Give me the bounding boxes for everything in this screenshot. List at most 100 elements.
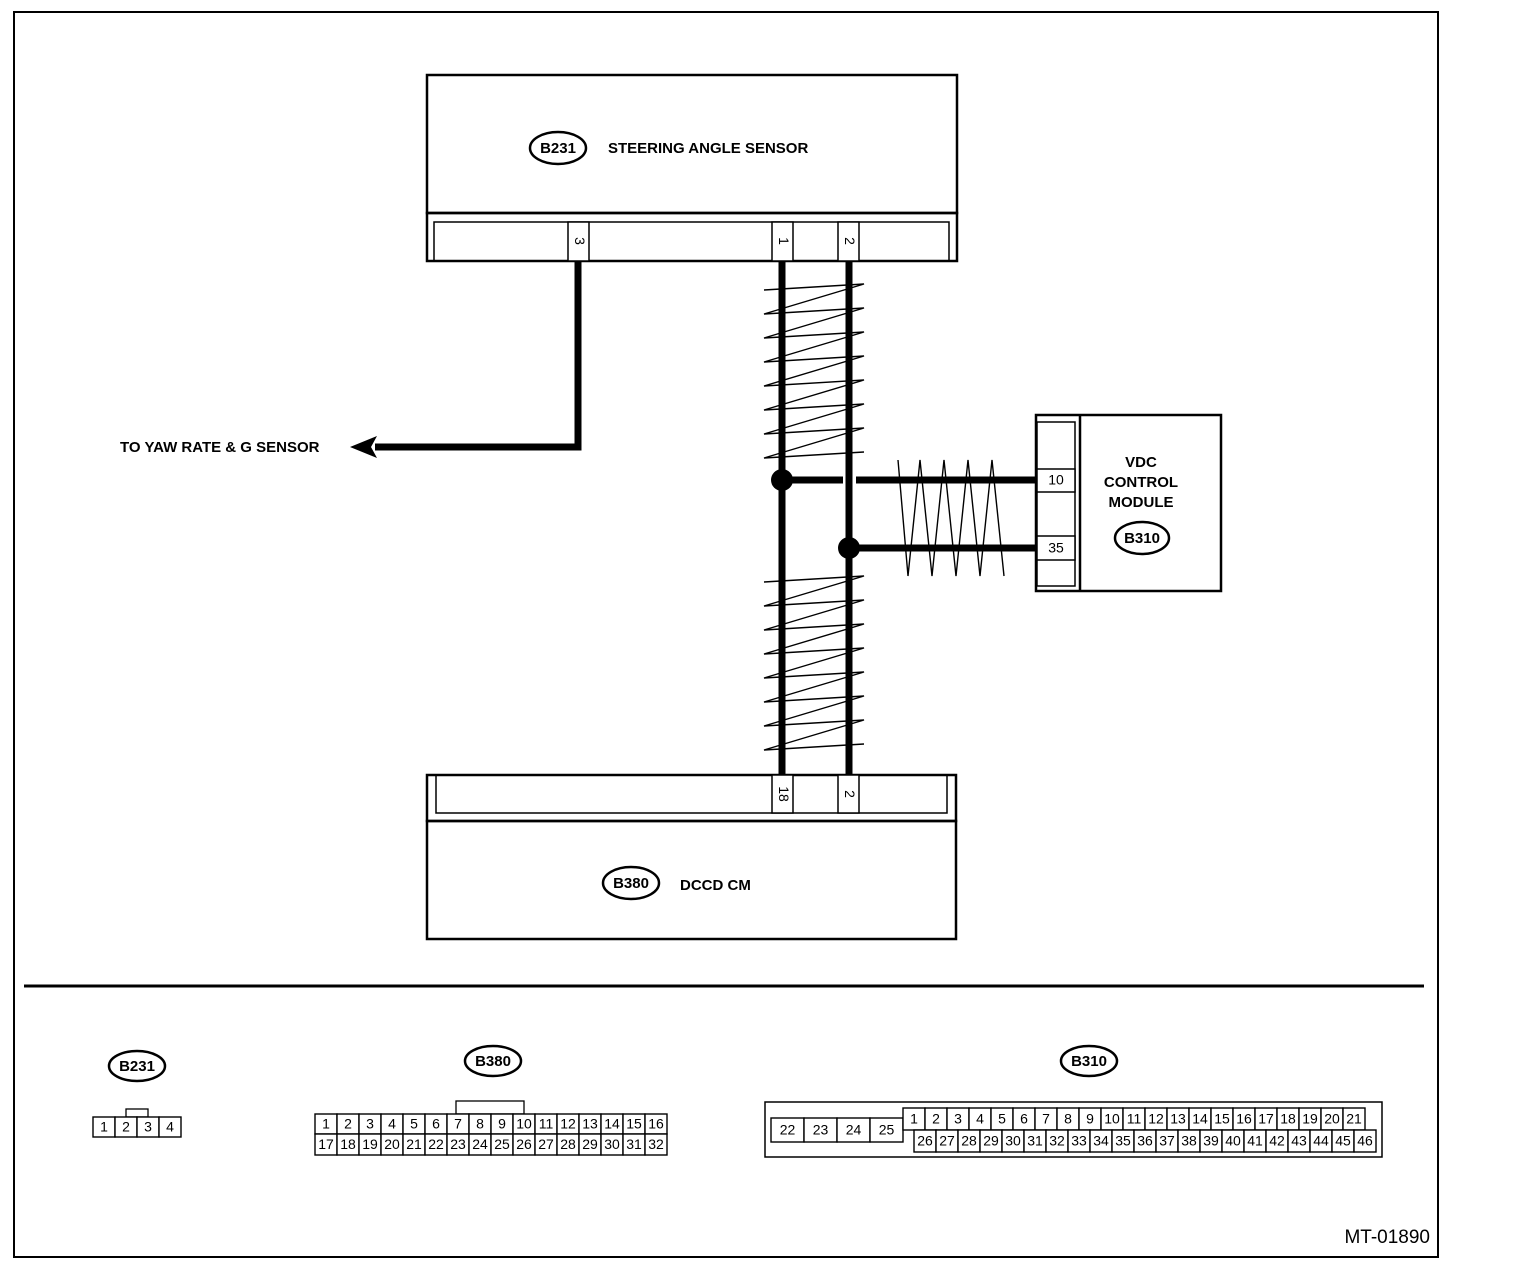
- b310-pin-13: 13: [1166, 1107, 1190, 1131]
- b310-pin-19-label: 19: [1302, 1111, 1318, 1127]
- b310-pin-9-label: 9: [1086, 1111, 1094, 1127]
- sensor-pin-2: 2: [837, 221, 860, 262]
- b380-pin-3: 3: [358, 1113, 382, 1135]
- dccd-body: [425, 819, 958, 941]
- b310-pin-24: 24: [836, 1117, 871, 1143]
- b310-pin-5: 5: [990, 1107, 1014, 1131]
- b310-pin-18: 18: [1276, 1107, 1300, 1131]
- b310-pin-30-label: 30: [1005, 1133, 1021, 1149]
- twist-upper: [763, 283, 865, 459]
- b310-pin-24-label: 24: [846, 1122, 862, 1138]
- b380-pin-5-label: 5: [410, 1116, 418, 1132]
- b310-pin-35-label: 35: [1115, 1133, 1131, 1149]
- b380-pin-26: 26: [512, 1133, 536, 1156]
- b310-pin-32-label: 32: [1049, 1133, 1065, 1149]
- b231-pin-2-label: 2: [122, 1119, 130, 1135]
- junction-dot-2: [838, 537, 860, 559]
- b310-pin-1: 1: [902, 1107, 926, 1131]
- b380-pin-9-label: 9: [498, 1116, 506, 1132]
- b310-pin-28-label: 28: [961, 1133, 977, 1149]
- b310-pin-27: 27: [935, 1129, 959, 1153]
- b231-pin-1: 1: [92, 1116, 116, 1138]
- b380-pin-32-label: 32: [648, 1136, 664, 1152]
- b310-pin-36: 36: [1133, 1129, 1157, 1153]
- b380-pin-18: 18: [336, 1133, 360, 1156]
- b310-pin-13-label: 13: [1170, 1111, 1186, 1127]
- vdc-name-line-2: CONTROL: [1104, 474, 1178, 491]
- b310-pin-38: 38: [1177, 1129, 1201, 1153]
- b380-pin-6-label: 6: [432, 1116, 440, 1132]
- b380-pin-11: 11: [534, 1113, 558, 1135]
- b380-pin-29-label: 29: [582, 1136, 598, 1152]
- b310-pin-28: 28: [957, 1129, 981, 1153]
- b310-pin-4-label: 4: [976, 1111, 984, 1127]
- b310-pin-46: 46: [1353, 1129, 1377, 1153]
- b310-pin-40: 40: [1221, 1129, 1245, 1153]
- b310-pin-39-label: 39: [1203, 1133, 1219, 1149]
- b380-pin-22: 22: [424, 1133, 448, 1156]
- vdc-pin-35-label: 35: [1048, 540, 1064, 556]
- b380-pin-7: 7: [446, 1113, 470, 1135]
- b310-pin-41-label: 41: [1247, 1133, 1263, 1149]
- sensor-pin-1-label: 1: [776, 237, 792, 245]
- b380-pin-14-label: 14: [604, 1116, 620, 1132]
- b310-pin-14-label: 14: [1192, 1111, 1208, 1127]
- vdc-pin-35: 35: [1036, 535, 1076, 561]
- outer-frame: [13, 11, 1439, 1258]
- b380-pin-2: 2: [336, 1113, 360, 1135]
- b380-pin-14: 14: [600, 1113, 624, 1135]
- sensor-pin-1: 1: [771, 221, 794, 262]
- b380-pin-29: 29: [578, 1133, 602, 1156]
- b310-pin-11-label: 11: [1127, 1111, 1142, 1127]
- b310-pin-12-label: 12: [1148, 1111, 1164, 1127]
- b380-pin-27-label: 27: [538, 1136, 554, 1152]
- b380-pin-5: 5: [402, 1113, 426, 1135]
- b380-pin-11-label: 11: [539, 1116, 554, 1132]
- b310-pin-29-label: 29: [983, 1133, 999, 1149]
- b310-pin-21: 21: [1342, 1107, 1366, 1131]
- b310-pin-42: 42: [1265, 1129, 1289, 1153]
- b310-pin-44: 44: [1309, 1129, 1333, 1153]
- b380-pin-22-label: 22: [428, 1136, 444, 1152]
- b380-pin-31-label: 31: [626, 1136, 642, 1152]
- b380-pin-6: 6: [424, 1113, 448, 1135]
- b380-pin-4: 4: [380, 1113, 404, 1135]
- b310-pin-27-label: 27: [939, 1133, 955, 1149]
- b380-pin-21: 21: [402, 1133, 426, 1156]
- vdc-name-line-3: MODULE: [1109, 494, 1174, 511]
- b310-pin-43-label: 43: [1291, 1133, 1307, 1149]
- b380-code-oval: [463, 1044, 523, 1078]
- b310-pin-2: 2: [924, 1107, 948, 1131]
- b380-pin-16-label: 16: [648, 1116, 664, 1132]
- b380-pin-27: 27: [534, 1133, 558, 1156]
- b231-pin-3: 3: [136, 1116, 160, 1138]
- b380-pin-19: 19: [358, 1133, 382, 1156]
- b310-pin-15-label: 15: [1214, 1111, 1230, 1127]
- b310-pin-23: 23: [803, 1117, 838, 1143]
- twist-horizontal: [897, 459, 1005, 577]
- b310-pin-22: 22: [770, 1117, 805, 1143]
- b310-pin-3: 3: [946, 1107, 970, 1131]
- sensor-connector-strip: [433, 221, 950, 262]
- b380-pin-9: 9: [490, 1113, 514, 1135]
- b310-pin-7-label: 7: [1042, 1111, 1050, 1127]
- b380-pin-31: 31: [622, 1133, 646, 1156]
- b310-pin-46-label: 46: [1357, 1133, 1373, 1149]
- b310-pin-16-label: 16: [1236, 1111, 1252, 1127]
- b310-pin-25-label: 25: [879, 1122, 895, 1138]
- b310-pin-10-label: 10: [1104, 1111, 1120, 1127]
- b310-pin-20-label: 20: [1324, 1111, 1340, 1127]
- b310-pin-31-label: 31: [1027, 1133, 1043, 1149]
- b380-pin-17-label: 17: [318, 1136, 334, 1152]
- b231-code: B231: [119, 1058, 155, 1075]
- dccd-code: B380: [613, 875, 649, 892]
- b380-pin-4-label: 4: [388, 1116, 396, 1132]
- b310-pin-6-label: 6: [1020, 1111, 1028, 1127]
- dccd-pin-2-label: 2: [842, 790, 858, 798]
- b231-pin-3-label: 3: [144, 1119, 152, 1135]
- b310-pin-16: 16: [1232, 1107, 1256, 1131]
- b380-pin-1-label: 1: [322, 1116, 330, 1132]
- dccd-connector-outer: [425, 773, 958, 823]
- b310-pin-37: 37: [1155, 1129, 1179, 1153]
